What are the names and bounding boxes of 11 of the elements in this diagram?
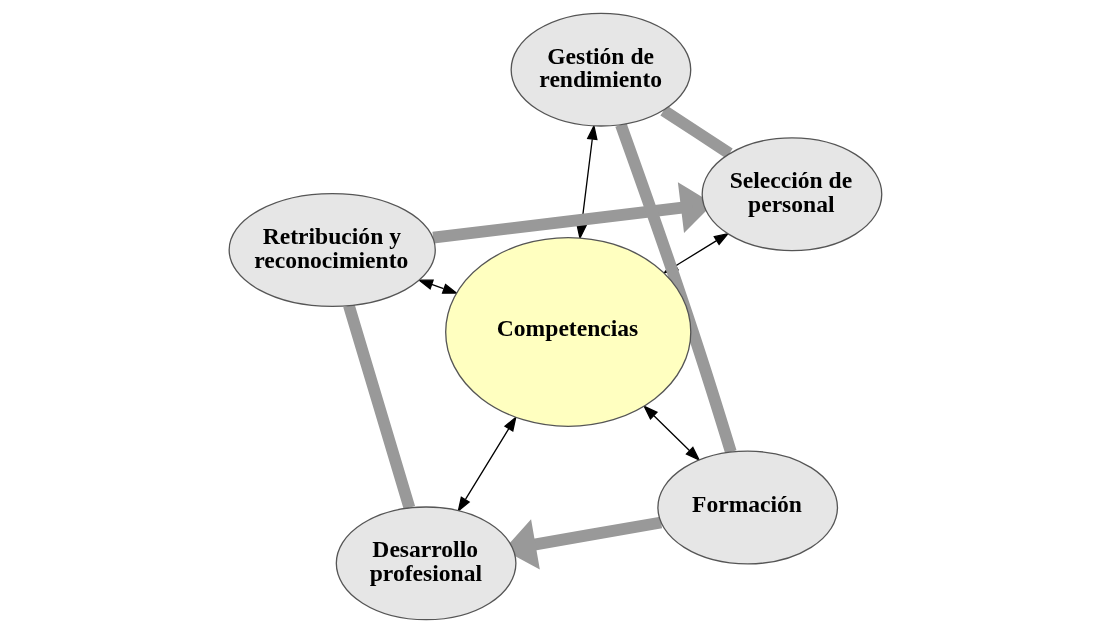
connector [660,105,733,159]
connector [615,122,737,454]
arrow [642,405,701,462]
connector [343,303,416,510]
node-ellipse: Formación [657,450,839,565]
node-ellipse: Competencias [445,236,692,427]
node-ellipse: Selección de personal [701,137,883,252]
node-ellipse: Gestión de rendimiento [510,12,692,127]
node-ellipse: Desarrollo profesional [335,506,517,621]
arrow [457,415,517,513]
arrow [417,279,459,294]
